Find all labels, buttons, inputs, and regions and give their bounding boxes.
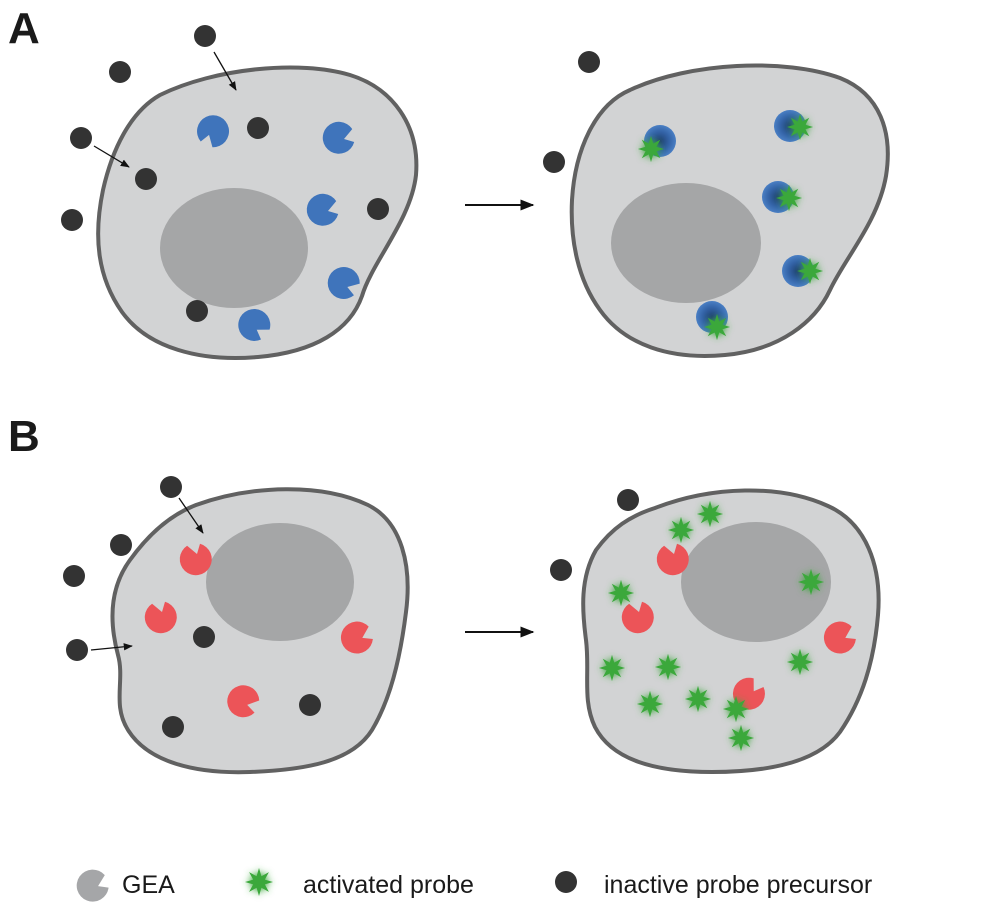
activated-probe — [654, 653, 682, 681]
nucleus — [160, 188, 308, 308]
activated-probe — [775, 184, 803, 212]
activated-probe — [796, 257, 824, 285]
legend-label-gea: GEA — [122, 871, 175, 899]
nucleus — [681, 522, 831, 642]
gea-receptor — [340, 621, 373, 654]
panel-a-cell-after — [569, 63, 890, 358]
gea-receptor — [227, 685, 260, 718]
precursor-dot — [109, 61, 131, 83]
precursor-dot — [299, 694, 321, 716]
precursor-dot — [578, 51, 600, 73]
gea-receptor — [179, 543, 212, 576]
panel-a-precursors-after — [543, 51, 600, 173]
activated-probe — [598, 654, 626, 682]
precursor-dot — [162, 716, 184, 738]
activated-probe — [797, 568, 825, 596]
precursor-dot — [135, 168, 157, 190]
legend-label-inactive-precursor: inactive probe precursor — [604, 871, 872, 899]
panel-b-gea-group-after — [621, 543, 856, 710]
uptake-arrow — [93, 145, 130, 168]
precursor-dot — [194, 25, 216, 47]
panel-label-b: B — [8, 412, 40, 461]
gea-bound-probe — [762, 181, 794, 213]
gea-receptor — [621, 601, 654, 634]
gea-icon — [76, 869, 109, 902]
panel-b-precursors-after — [550, 489, 639, 581]
activated-probe — [696, 500, 724, 528]
gea-receptor — [732, 677, 765, 710]
uptake-arrow — [213, 51, 237, 91]
precursor-dot — [70, 127, 92, 149]
activated-probe-icon — [245, 868, 273, 896]
gea-receptor — [327, 266, 360, 299]
activated-probe — [786, 113, 814, 141]
precursor-dot — [63, 565, 85, 587]
activated-probe — [727, 724, 755, 752]
legend-label-activated-probe: activated probe — [303, 871, 474, 899]
gea-receptor — [823, 621, 856, 654]
panel-label-a: A — [8, 4, 40, 53]
precursor-dot — [186, 300, 208, 322]
nucleus — [206, 523, 354, 641]
activated-probe — [703, 313, 731, 341]
precursor-dot — [543, 151, 565, 173]
legend: GEA activated probe inactive probe precu… — [76, 868, 872, 902]
activated-probe — [607, 579, 635, 607]
precursor-dot — [550, 559, 572, 581]
activated-probe — [722, 695, 750, 723]
gea-receptor — [306, 193, 339, 226]
precursor-dot — [247, 117, 269, 139]
precursor-dot — [110, 534, 132, 556]
activated-probe — [667, 516, 695, 544]
gea-receptor — [197, 115, 230, 148]
uptake-arrow — [90, 643, 133, 651]
precursor-dot — [367, 198, 389, 220]
gea-receptor — [322, 121, 355, 154]
nucleus — [611, 183, 761, 303]
precursor-dot — [193, 626, 215, 648]
activated-probe — [637, 135, 665, 163]
panel-a-precursors-before — [61, 25, 389, 322]
precursor-icon — [555, 871, 577, 893]
gea-receptor — [656, 543, 689, 576]
activated-probe — [786, 648, 814, 676]
precursor-dot — [61, 209, 83, 231]
uptake-arrow — [178, 497, 204, 534]
panel-b-precursors-before — [63, 476, 321, 738]
precursor-dot — [66, 639, 88, 661]
precursor-dot — [617, 489, 639, 511]
precursor-dot — [160, 476, 182, 498]
activated-probe — [636, 690, 664, 718]
activated-probe — [684, 685, 712, 713]
gea-receptor — [238, 308, 271, 341]
gea-bound-probe — [774, 110, 806, 142]
panel-a-gea-group — [197, 115, 360, 341]
panel-b-gea-group — [144, 543, 373, 718]
gea-receptor — [144, 601, 177, 634]
